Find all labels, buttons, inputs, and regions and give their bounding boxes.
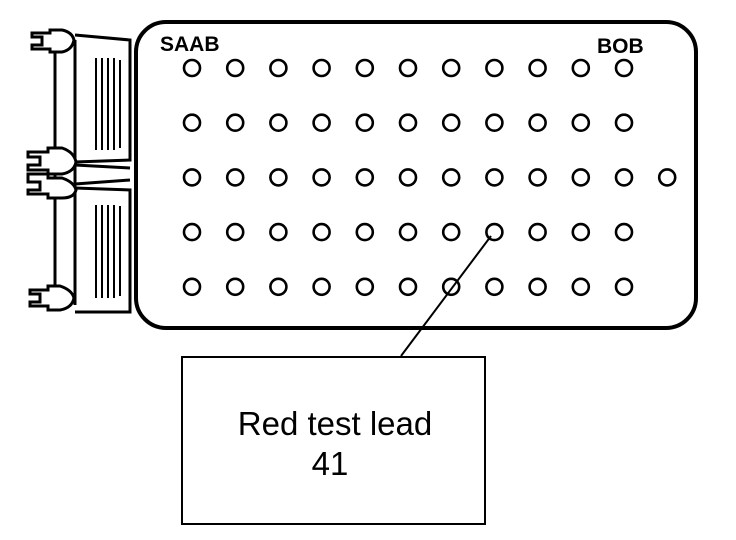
pin: [614, 222, 634, 242]
device-label: BOB: [597, 35, 644, 58]
callout-leader-line: [400, 235, 492, 357]
connector-plug-icon: [26, 28, 78, 312]
pin: [225, 222, 245, 242]
pin: [312, 168, 331, 187]
pin: [355, 58, 375, 78]
pin: [485, 168, 504, 187]
pin: [312, 58, 331, 78]
pin: [269, 168, 288, 187]
pin: [182, 222, 202, 242]
pin: [355, 277, 375, 297]
pin: [571, 113, 591, 132]
pin: [614, 58, 634, 78]
pin: [441, 113, 461, 132]
pin: [528, 277, 547, 297]
pin: [225, 58, 245, 78]
pin: [182, 58, 202, 78]
pin: [398, 113, 418, 132]
pin: [398, 58, 418, 78]
pin: [441, 222, 461, 242]
pin: [614, 168, 634, 187]
pin: [225, 113, 245, 132]
pin: [312, 222, 331, 242]
pin: [485, 58, 504, 78]
pin: [182, 277, 202, 297]
callout-box: [181, 356, 486, 525]
pin: [571, 168, 591, 187]
pin: [485, 113, 504, 132]
pin: [485, 277, 504, 297]
cable-harness: [53, 33, 132, 314]
ribbon-cable-icon: [95, 58, 121, 298]
pin: [528, 222, 547, 242]
pin: [398, 277, 418, 297]
pin: [528, 168, 547, 187]
pin: [269, 222, 288, 242]
pin: [398, 222, 418, 242]
pin: [355, 113, 375, 132]
pin: [355, 222, 375, 242]
pin: [225, 277, 245, 297]
pin: [312, 277, 331, 297]
pin: [225, 168, 245, 187]
pin: [269, 113, 288, 132]
brand-label: SAAB: [160, 33, 220, 56]
pin: [571, 58, 591, 78]
callout-label: Red test lead: [238, 405, 432, 442]
pin-grid: [182, 58, 677, 297]
pin: [441, 58, 461, 78]
pin: [398, 168, 418, 187]
pin: [528, 58, 547, 78]
pin: [614, 113, 634, 132]
pin: [571, 222, 591, 242]
pin: [269, 58, 288, 78]
pin: [441, 168, 461, 187]
pin: [614, 277, 634, 297]
callout-pin-number: 41: [312, 445, 349, 482]
pin: [355, 168, 375, 187]
pin: [657, 168, 677, 187]
pin: [182, 168, 202, 187]
pin: [269, 277, 288, 297]
pin: [312, 113, 331, 132]
pin: [571, 277, 591, 297]
pin: [182, 113, 202, 132]
pin: [528, 113, 547, 132]
